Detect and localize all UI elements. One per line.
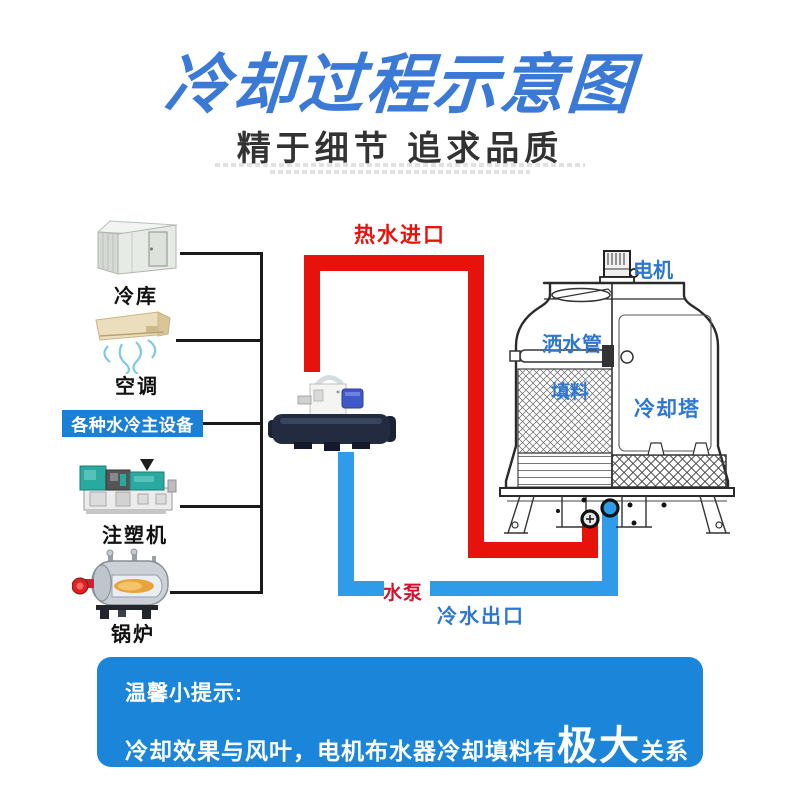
watermark-line [215, 163, 585, 167]
injection-molding-machine-image [79, 459, 177, 514]
water-pump-image [268, 375, 396, 451]
boiler-image [72, 548, 169, 619]
cold-pipe-pump-drop [338, 452, 354, 596]
cooling-tower-label: 冷却塔 [634, 398, 700, 421]
cold-pipe-tower-drop [602, 512, 618, 596]
sprinkler-pipe-label: 洒水管 [542, 334, 602, 356]
air-conditioner-image [95, 311, 171, 374]
connector-line-injection [180, 505, 262, 508]
page-title: 冷却过程示意图 [162, 48, 637, 121]
connector-line-boiler [170, 591, 262, 594]
tip-title: 温馨小提示: [125, 682, 243, 705]
page-subtitle: 精于细节 追求品质 [236, 130, 564, 168]
hot-pipe-riser [304, 255, 320, 372]
cold-pipe-left [338, 581, 384, 596]
injection-molding-machine-label: 注塑机 [102, 525, 168, 547]
cold-storage-image [96, 220, 178, 275]
filler-label: 填料 [551, 382, 590, 403]
hot-water-inlet-label: 热水进口 [354, 224, 446, 247]
water-pump-label: 水泵 [383, 583, 424, 604]
tip-body: 冷却效果与风叶，电机布水器冷却填料有 极大 关系 [125, 713, 703, 771]
connector-line-devices [203, 422, 262, 425]
hot-pipe-down [468, 255, 484, 556]
cold-pipe-right [430, 581, 618, 596]
cold-storage-label: 冷库 [114, 286, 158, 308]
tip-text-prefix: 冷却效果与风叶，电机布水器冷却填料有 [125, 738, 557, 764]
motor-label: 电机 [633, 260, 673, 282]
hot-pipe-top [304, 255, 484, 271]
cold-water-outlet-label: 冷水出口 [437, 606, 525, 628]
air-conditioner-label: 空调 [115, 376, 159, 398]
watermark-line [270, 170, 530, 174]
cooling-tower-image [499, 250, 735, 534]
boiler-label: 锅炉 [111, 624, 155, 646]
water-cooled-devices-tag: 各种水冷主设备 [62, 410, 203, 437]
tip-text-emphasis: 极大 [557, 724, 641, 768]
connector-line-vertical [260, 252, 263, 594]
tip-text-suffix: 关系 [641, 738, 689, 764]
tip-box: 温馨小提示: 冷却效果与风叶，电机布水器冷却填料有 极大 关系 [97, 657, 703, 768]
hot-pipe-bottom [468, 542, 598, 558]
pipe-connectors [580, 498, 620, 529]
connector-line-cold-storage [180, 252, 262, 255]
connector-line-air-conditioner [176, 339, 262, 342]
